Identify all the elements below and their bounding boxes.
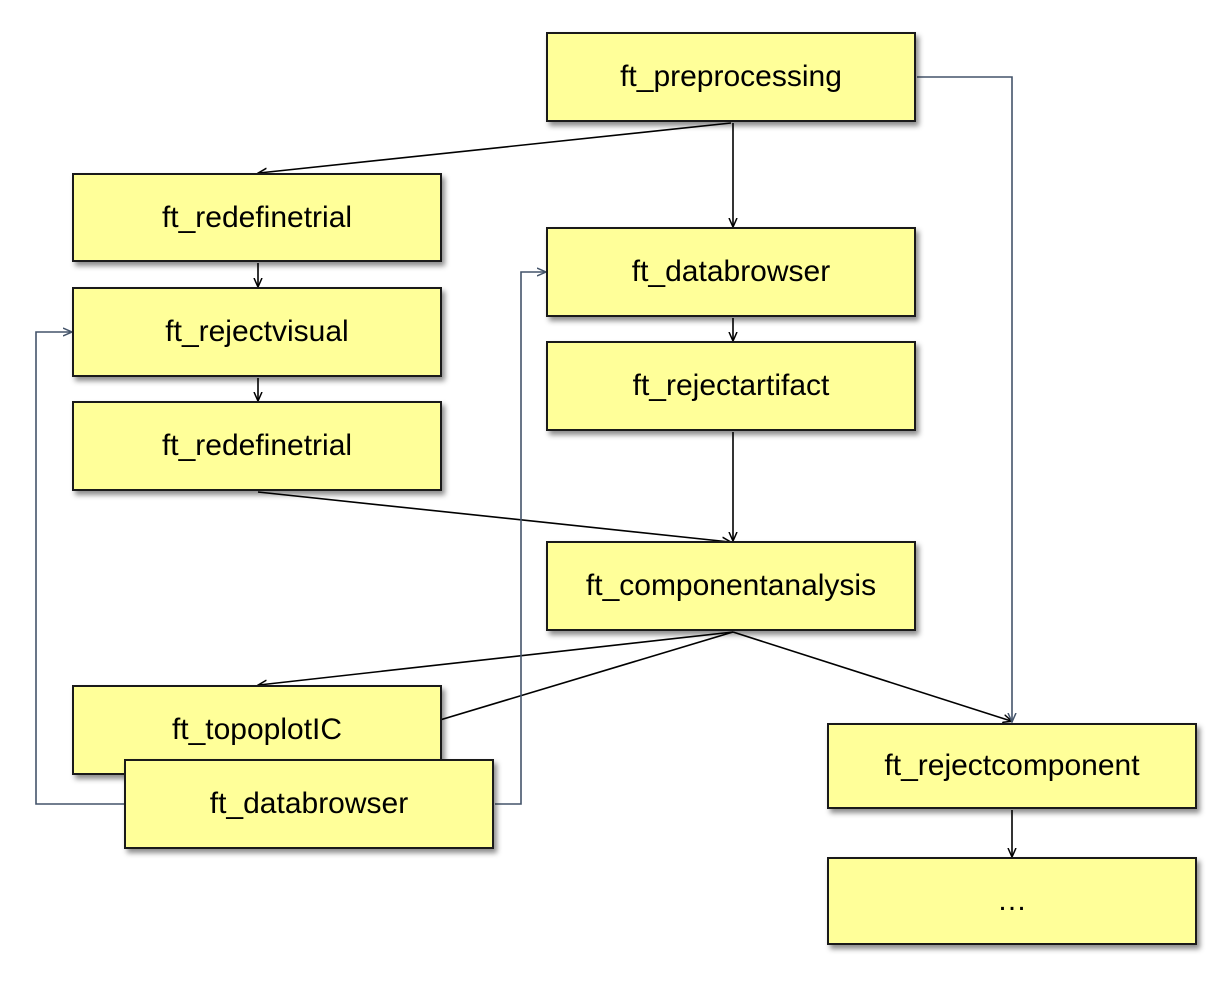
arrow-componentanalysis-to-rejectcomponent: [732, 631, 1011, 721]
arrow-databrowser-loop-to-rejectvisual: [35, 332, 124, 805]
node-ft-rejectartifact[interactable]: ft_rejectartifact: [546, 341, 916, 431]
arrow-componentanalysis-to-topoplotic: [259, 631, 734, 685]
node-label: ft_preprocessing: [620, 60, 842, 93]
arrow-redefinetrial-to-componentanalysis: [257, 491, 730, 542]
node-label: …: [997, 884, 1027, 917]
node-ft-componentanalysis[interactable]: ft_componentanalysis: [546, 541, 916, 631]
node-label: ft_componentanalysis: [585, 569, 877, 602]
node-ft-databrowser-lower[interactable]: ft_databrowser: [124, 759, 494, 849]
node-continuation[interactable]: …: [827, 857, 1197, 945]
node-label: ft_databrowser: [631, 255, 831, 288]
node-label: ft_rejectartifact: [632, 369, 830, 402]
node-label: ft_rejectcomponent: [884, 749, 1140, 782]
arrow-preprocessing-to-redefinetrial: [259, 122, 732, 173]
node-ft-rejectcomponent[interactable]: ft_rejectcomponent: [827, 723, 1197, 809]
node-label: ft_redefinetrial: [161, 200, 353, 234]
node-ft-redefinetrial-first[interactable]: ft_redefinetrial: [72, 173, 442, 262]
node-label: ft_topoplotIC: [171, 713, 343, 746]
node-ft-rejectvisual[interactable]: ft_rejectvisual: [72, 287, 442, 377]
node-label: ft_databrowser: [209, 787, 409, 820]
node-ft-redefinetrial-second[interactable]: ft_redefinetrial: [72, 401, 442, 491]
node-label: ft_redefinetrial: [161, 429, 353, 462]
node-ft-preprocessing[interactable]: ft_preprocessing: [546, 32, 916, 122]
node-ft-databrowser-upper[interactable]: ft_databrowser: [546, 227, 916, 317]
node-label: ft_rejectvisual: [165, 315, 349, 348]
arrow-databrowser-loop-to-databrowser: [495, 272, 545, 805]
arrow-preprocessing-to-rejectcomponent: [917, 76, 1012, 721]
